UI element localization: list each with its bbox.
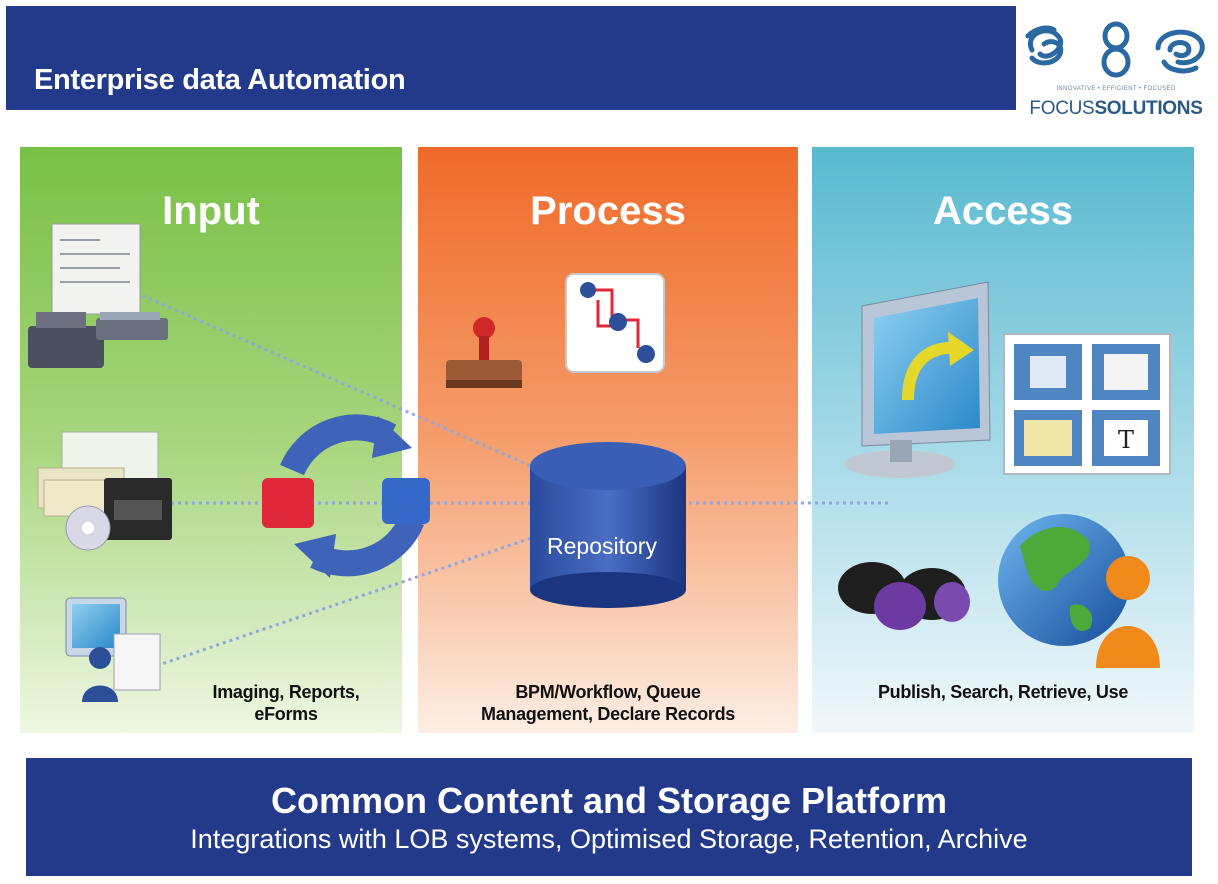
logo-tagline: INNOVATIVE • EFFICIENT • FOCUSED — [1056, 86, 1176, 92]
thumbnail-grid-icon: T — [1003, 333, 1171, 475]
process-panel-title: Process — [530, 189, 686, 233]
process-caption-line2: Management, Declare Records — [481, 704, 735, 724]
platform-banner: Common Content and Storage Platform Inte… — [26, 758, 1192, 876]
page-title: Enterprise data Automation — [34, 64, 406, 96]
process-caption: BPM/Workflow, Queue Management, Declare … — [430, 681, 786, 725]
access-caption-line1: Publish, Search, Retrieve, Use — [877, 682, 1129, 702]
logo-brand-bold: SOLUTIONS — [1094, 98, 1203, 119]
database-icon — [530, 442, 686, 608]
logo-brand-light: FOCUS — [1029, 98, 1095, 119]
person-icon — [1096, 556, 1160, 668]
svg-text:T: T — [1118, 426, 1134, 454]
process-panel: Process — [418, 147, 798, 733]
process-cycle-icon — [262, 414, 430, 578]
company-logo: INNOVATIVE • EFFICIENT • FOCUSED FOCUSSO… — [1018, 14, 1214, 124]
globe-icon — [998, 514, 1130, 646]
platform-subtitle: Integrations with LOB systems, Optimised… — [190, 824, 1028, 854]
logo-mark-icon — [1025, 21, 1205, 78]
stamp-icon — [446, 317, 522, 388]
document-scanner-icon — [28, 223, 168, 368]
repository-label: Repository — [547, 533, 657, 559]
media-stack-icon — [37, 431, 172, 551]
access-panel-title: Access — [932, 189, 1074, 233]
header-banner: Enterprise data Automation — [6, 6, 1016, 110]
connector-lines — [129, 288, 890, 670]
binoculars-icon — [838, 562, 970, 630]
process-caption-line1: BPM/Workflow, Queue — [515, 682, 701, 702]
input-caption-line2: eForms — [254, 704, 318, 724]
platform-title: Common Content and Storage Platform — [270, 780, 948, 821]
access-caption: Publish, Search, Retrieve, Use — [818, 681, 1188, 703]
input-panel-title: Input — [162, 189, 260, 233]
user-workstation-icon — [65, 597, 161, 702]
workflow-icon — [565, 273, 665, 373]
input-caption: Imaging, Reports, eForms — [186, 681, 386, 725]
monitor-icon — [844, 281, 991, 478]
input-caption-line1: Imaging, Reports, — [212, 682, 360, 702]
logo-text: FOCUSSOLUTIONS — [1020, 98, 1212, 120]
